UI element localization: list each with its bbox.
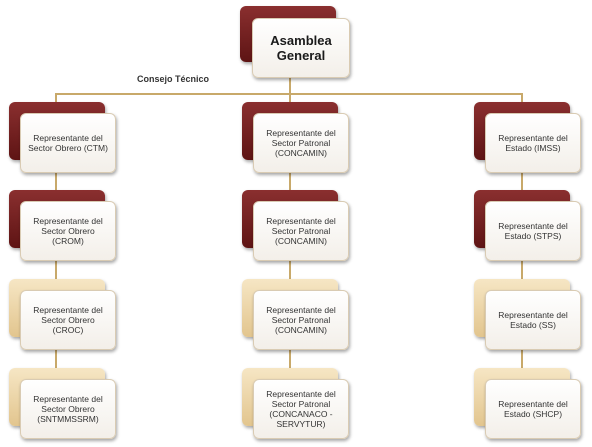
connector-horizontal-bar — [55, 93, 522, 95]
node-label: Representante del Estado (STPS) — [498, 221, 568, 241]
node-col3-1: Representante del Estado (IMSS) — [474, 102, 581, 173]
node-box: Asamblea General — [252, 18, 350, 78]
node-asamblea-general: Asamblea General — [240, 6, 352, 78]
node-col2-1: Representante del Sector Patronal (CONCA… — [242, 102, 349, 173]
node-label: Representante del Sector Patronal (CONCA… — [266, 389, 336, 429]
node-label: Asamblea General — [270, 33, 332, 63]
consejo-tecnico-label: Consejo Técnico — [137, 74, 210, 84]
node-box: Representante del Sector Patronal (CONCA… — [253, 113, 349, 173]
node-col2-3: Representante del Sector Patronal (CONCA… — [242, 279, 349, 350]
node-box: Representante del Sector Obrero (CROC) — [20, 290, 116, 350]
node-box: Representante del Estado (STPS) — [485, 201, 581, 261]
node-label: Representante del Sector Patronal (CONCA… — [266, 128, 336, 158]
node-col2-4: Representante del Sector Patronal (CONCA… — [242, 368, 349, 439]
node-label: Representante del Sector Obrero (CROC) — [33, 305, 103, 335]
node-box: Representante del Sector Obrero (SNTMMSS… — [20, 379, 116, 439]
node-box: Representante del Sector Patronal (CONCA… — [253, 290, 349, 350]
node-label: Representante del Sector Obrero (SNTMMSS… — [33, 394, 103, 424]
node-box: Representante del Estado (SS) — [485, 290, 581, 350]
node-col1-3: Representante del Sector Obrero (CROC) — [9, 279, 116, 350]
connector-root-stem — [289, 74, 291, 94]
node-box: Representante del Estado (IMSS) — [485, 113, 581, 173]
node-label: Representante del Estado (SS) — [498, 310, 568, 330]
node-box: Representante del Sector Patronal (CONCA… — [253, 379, 349, 439]
node-label: Representante del Sector Obrero (CROM) — [33, 216, 103, 246]
node-label: Representante del Estado (SHCP) — [498, 399, 568, 419]
node-col3-4: Representante del Estado (SHCP) — [474, 368, 581, 439]
node-label: Representante del Estado (IMSS) — [498, 133, 568, 153]
node-box: Representante del Estado (SHCP) — [485, 379, 581, 439]
node-col3-3: Representante del Estado (SS) — [474, 279, 581, 350]
node-label: Representante del Sector Obrero (CTM) — [28, 133, 108, 153]
node-col3-2: Representante del Estado (STPS) — [474, 190, 581, 261]
node-box: Representante del Sector Patronal (CONCA… — [253, 201, 349, 261]
node-box: Representante del Sector Obrero (CROM) — [20, 201, 116, 261]
node-col2-2: Representante del Sector Patronal (CONCA… — [242, 190, 349, 261]
node-label: Representante del Sector Patronal (CONCA… — [266, 216, 336, 246]
node-col1-2: Representante del Sector Obrero (CROM) — [9, 190, 116, 261]
node-col1-4: Representante del Sector Obrero (SNTMMSS… — [9, 368, 116, 439]
node-label: Representante del Sector Patronal (CONCA… — [266, 305, 336, 335]
node-col1-1: Representante del Sector Obrero (CTM) — [9, 102, 116, 173]
node-box: Representante del Sector Obrero (CTM) — [20, 113, 116, 173]
